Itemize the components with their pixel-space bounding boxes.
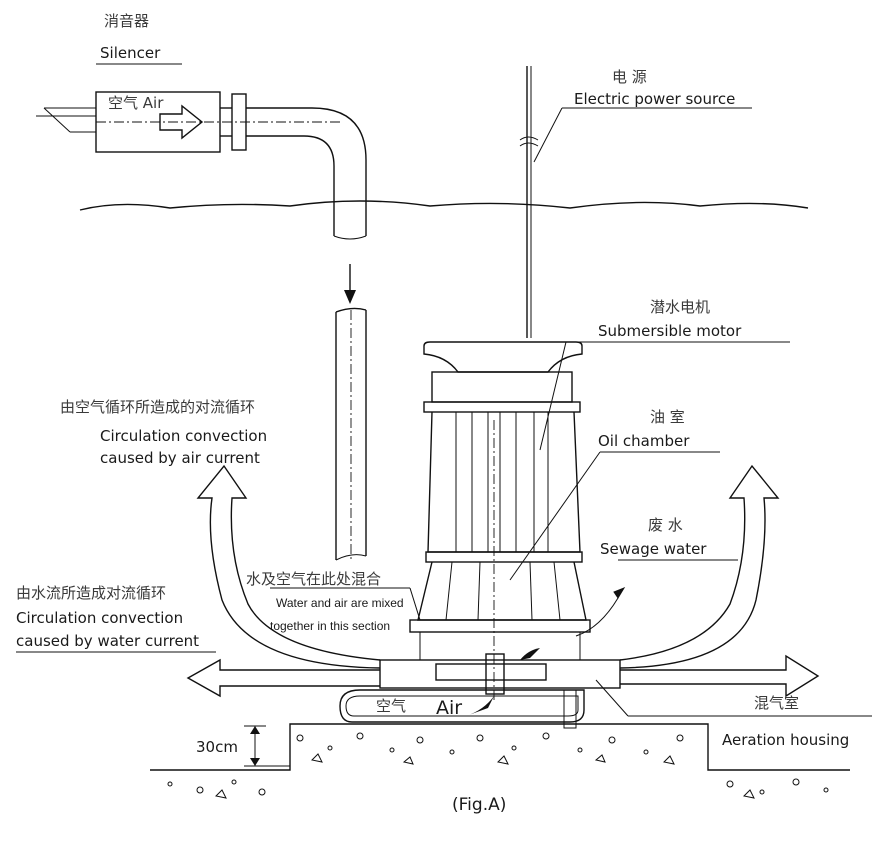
power-label-en: Electric power source (574, 90, 735, 108)
oil-chamber-label-en: Oil chamber (598, 432, 690, 450)
motor-label-en: Submersible motor (598, 322, 742, 340)
air-flow-arrow-icon (159, 104, 204, 140)
air-circulation-label-zh: 由空气循环所造成的对流循环 (60, 398, 255, 416)
silencer-label-en: Silencer (100, 44, 161, 62)
water-circulation-label-en-2: caused by water current (16, 632, 199, 650)
sewage-label-zh: 废 水 (648, 516, 683, 534)
figure-caption: (Fig.A) (452, 795, 506, 815)
air-inlet-arrow-icon (466, 696, 494, 716)
depth-label: 30cm (196, 738, 238, 756)
pipe-flange (231, 93, 247, 151)
mixing-label-en-2: together in this section (270, 619, 390, 633)
air-circulation-label-en-2: caused by air current (100, 449, 260, 467)
mixing-label-en-1: Water and air are mixed (276, 596, 404, 610)
silencer-label-zh: 消音器 (104, 12, 149, 30)
mixing-label-zh: 水及空气在此处混合 (246, 570, 381, 588)
aeration-housing-label-zh: 混气室 (754, 694, 799, 712)
aeration-housing-label-en: Aeration housing (722, 731, 849, 749)
water-circulation-label-en-1: Circulation convection (16, 609, 183, 627)
power-label-zh: 电 源 (612, 68, 647, 86)
air-circulation-label-en-1: Circulation convection (100, 427, 267, 445)
aeration-base (339, 619, 621, 729)
down-pipe (335, 264, 367, 561)
ground (150, 723, 850, 799)
right-outflow-arrow-icon (620, 654, 820, 698)
water-surface (79, 200, 809, 211)
submersible-motor (417, 341, 587, 700)
air-bottom-label-en: Air (436, 697, 462, 719)
leader-lines (16, 63, 872, 717)
pipe-elbow (311, 107, 367, 236)
air-bottom-label-zh: 空气 (376, 697, 406, 715)
down-arrow-icon (344, 290, 356, 304)
left-outflow-arrow-icon (186, 658, 380, 698)
silencer-assembly (36, 91, 367, 240)
motor-label-zh: 潜水电机 (650, 298, 710, 316)
circulation-arrows (186, 464, 820, 698)
sewage-label-en: Sewage water (600, 540, 707, 558)
water-circulation-label-zh: 由水流所造成对流循环 (16, 584, 166, 602)
power-cable (519, 66, 752, 338)
oil-chamber-label-zh: 油 室 (650, 408, 685, 426)
air-in-pipe-label: 空气 Air (108, 94, 164, 112)
